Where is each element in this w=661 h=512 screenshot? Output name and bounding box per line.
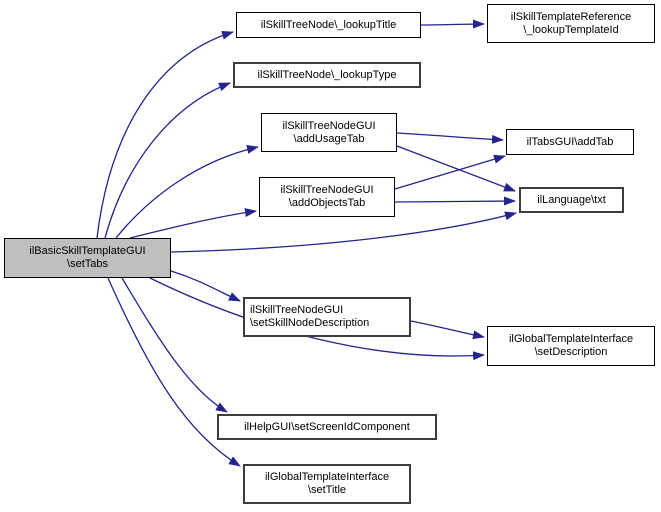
edge-setTabs-setSkillNodeDescription	[170, 270, 241, 302]
node-label-line: ilGlobalTemplateInterface	[264, 471, 390, 483]
node-setDescription[interactable]: ilGlobalTemplateInterface\setDescription	[487, 326, 655, 366]
node-lookupType[interactable]: ilSkillTreeNode\_lookupType	[233, 62, 421, 88]
node-setSkillNodeDescription[interactable]: ilSkillTreeNodeGUI\setSkillNodeDescripti…	[243, 297, 411, 337]
node-label-line: ilSkillTreeNodeGUI	[250, 304, 344, 316]
edge-setTabs-setScreenIdComponent	[121, 277, 228, 413]
node-label-line: \setDescription	[534, 346, 608, 358]
node-label-line: ilSkillTreeNodeGUI	[282, 119, 376, 132]
edge-setTabs-addObjectsTab	[129, 208, 257, 239]
edge-addUsageTab-addTab	[396, 132, 504, 144]
node-label-line: ilHelpGUI\setScreenIdComponent	[244, 420, 410, 433]
node-setTabs[interactable]: ilBasicSkillTemplateGUI\setTabs	[4, 238, 171, 278]
node-addTab[interactable]: ilTabsGUI\addTab	[506, 129, 634, 155]
edge-setTabs-setTitle	[107, 277, 241, 467]
node-label-line: ilSkillTreeNode\_lookupType	[257, 68, 397, 81]
edge-setTabs-lookupTitle	[96, 30, 234, 239]
node-setScreenIdComponent[interactable]: ilHelpGUI\setScreenIdComponent	[217, 414, 437, 440]
edge-setTabs-txt	[170, 211, 517, 253]
node-addObjectsTab[interactable]: ilSkillTreeNodeGUI\addObjectsTab	[259, 177, 395, 217]
edge-addObjectsTab-txt	[394, 196, 516, 206]
node-label-line: ilGlobalTemplateInterface	[508, 333, 634, 345]
edge-lookupTitle-lookupTemplateId	[420, 19, 485, 29]
node-label-line: ilLanguage\txt	[537, 193, 606, 206]
node-addUsageTab[interactable]: ilSkillTreeNodeGUI\addUsageTab	[261, 113, 397, 152]
node-lookupTitle[interactable]: ilSkillTreeNode\_lookupTitle	[236, 12, 421, 38]
node-label-line: ilSkillTreeNodeGUI	[280, 184, 374, 196]
node-label-line: \setTitle	[307, 484, 347, 496]
edge-setSkillNodeDescription-setDescription	[410, 320, 485, 340]
node-label-line: \setSkillNodeDescription	[250, 317, 370, 329]
node-lookupTemplateId[interactable]: ilSkillTemplateReference\_lookupTemplate…	[487, 4, 655, 43]
node-setTitle[interactable]: ilGlobalTemplateInterface\setTitle	[243, 464, 411, 504]
node-label-line: \setTabs	[67, 258, 108, 270]
edge-setTabs-lookupType	[104, 82, 231, 239]
node-label-line: \addUsageTab	[293, 132, 365, 145]
edge-addUsageTab-txt	[396, 145, 516, 192]
node-label-line: ilSkillTreeNode\_lookupTitle	[260, 18, 397, 31]
node-label-line: \_lookupTemplateId	[523, 23, 619, 36]
edge-setTabs-setDescription	[149, 277, 485, 361]
edge-addObjectsTab-addTab	[394, 154, 506, 190]
node-label-line: ilTabsGUI\addTab	[526, 135, 614, 148]
edge-setTabs-addUsageTab	[115, 145, 259, 239]
node-label-line: ilSkillTemplateReference	[510, 10, 632, 23]
node-txt[interactable]: ilLanguage\txt	[519, 187, 624, 213]
node-label-line: \addObjectsTab	[288, 197, 366, 209]
node-label-line: ilBasicSkillTemplateGUI	[29, 245, 146, 257]
